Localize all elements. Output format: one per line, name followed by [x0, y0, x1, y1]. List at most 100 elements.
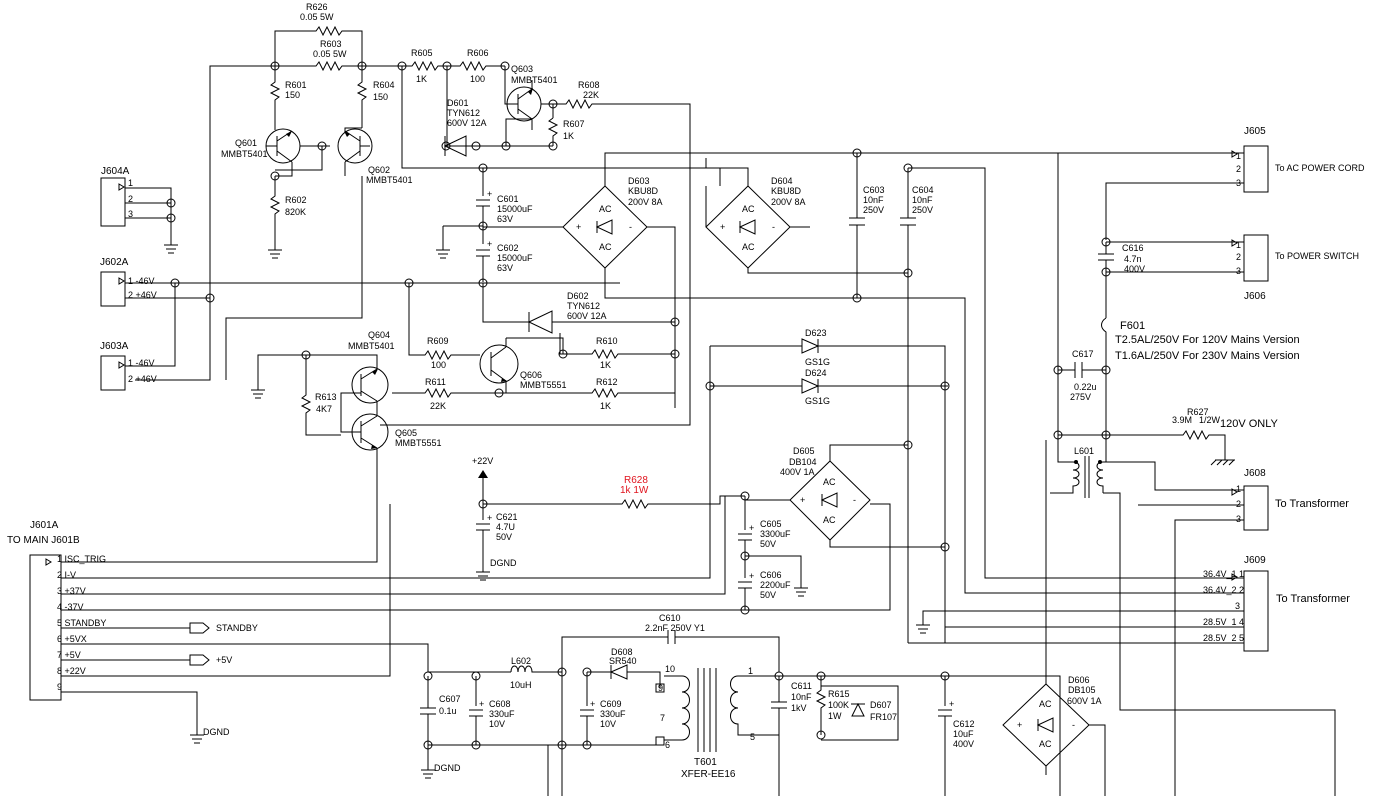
c616-value2: 400V — [1124, 264, 1145, 274]
d604-value: KBU8D — [771, 186, 802, 196]
d604-ac1: AC — [742, 204, 755, 214]
c606-ref: C606 — [760, 570, 782, 580]
flyback: L602 10uH DGND C607 0.1u + C608 330uF 10… — [420, 613, 1061, 796]
q603-value: MMBT5401 — [511, 75, 558, 85]
c611-value2: 1kV — [791, 703, 807, 713]
c605-plus: + — [749, 523, 754, 533]
j608-pin2: 2 — [1236, 499, 1241, 509]
q603-ref: Q603 — [511, 64, 533, 74]
d606-ac2: AC — [1039, 739, 1052, 749]
d606-value2: 600V 1A — [1067, 696, 1102, 706]
j601a-pin9: 9 — [57, 682, 62, 692]
c605-value: 3300uF — [760, 529, 791, 539]
c603-ref: C603 — [863, 185, 885, 195]
c602-value: 15000uF — [497, 253, 533, 263]
d606-value: DB105 — [1068, 685, 1096, 695]
q603-section: R605 1K R606 100 Q603 MMBT5401 R608 22K … — [362, 48, 691, 426]
r602-value: 820K — [285, 207, 306, 217]
f601-value: T2.5AL/250V For 120V Mains Version — [1115, 334, 1300, 346]
right-connectors: J605 1 2 3 To AC POWER CORD J606 1 2 3 T… — [908, 126, 1365, 796]
j602a-ref: J602A — [100, 257, 129, 268]
q601-value: MMBT5401 — [221, 149, 268, 159]
d602-value2: 600V 12A — [567, 311, 607, 321]
sense-resistors: R626 0.05 5W R603 0.05 5W R601 150 R604 … — [135, 2, 413, 381]
d604-value2: 200V 8A — [771, 197, 806, 207]
aux-supply: +22V + C621 4.7U 50V DGND R628 1k 1W + C… — [61, 440, 950, 615]
c610-ref: C610 — [659, 613, 681, 623]
r612-value: 1K — [600, 401, 611, 411]
c611-value: 10nF — [791, 692, 812, 702]
r606-value: 100 — [470, 74, 485, 84]
c604-value: 10nF — [912, 195, 933, 205]
j602a-pin1: 1 -46V — [128, 276, 155, 286]
c611-ref: C611 — [791, 681, 812, 691]
j605-desc: To AC POWER CORD — [1275, 163, 1365, 173]
c621-ref: C621 — [496, 512, 518, 522]
dgnd-j601: DGND — [203, 727, 230, 737]
j608-ref: J608 — [1244, 468, 1266, 479]
r609-ref: R609 — [427, 336, 449, 346]
j604a-ref: J604A — [101, 166, 130, 177]
r601-value: 150 — [285, 90, 300, 100]
j608-pin1: 1 — [1236, 484, 1241, 494]
r603-ref: R603 — [320, 39, 342, 49]
j606-pin2: 2 — [1236, 252, 1241, 262]
r601-ref: R601 — [285, 80, 307, 90]
j601a-pin6: 6 +5VX — [57, 634, 87, 644]
r604-value: 150 — [373, 92, 388, 102]
r608-value: 22K — [583, 90, 599, 100]
j601a-pin3: 3 +37V — [57, 586, 86, 596]
j606-pin3: 3 — [1236, 266, 1241, 276]
q604-value: MMBT5401 — [348, 341, 395, 351]
c609-plus: + — [590, 699, 595, 709]
j603a-pin2: 2 +46V — [128, 374, 157, 384]
dgnd-c621: DGND — [490, 558, 517, 568]
t601-pin6: 6 — [665, 740, 670, 750]
j601a-pins: 1 ISC_TRIG 2 I-V 3 +37V 4 -37V 5 STANDBY… — [57, 554, 106, 692]
t601-pin9: 9 — [658, 683, 663, 693]
bulk-caps: + C601 15000uF 63V + C602 15000uF 63V — [436, 163, 533, 282]
d601-ref: D601 — [447, 98, 469, 108]
c617-ref: C617 — [1072, 349, 1094, 359]
d605-ac2: AC — [823, 515, 836, 525]
c603-value: 10nF — [863, 195, 884, 205]
standby-label: STANDBY — [216, 623, 258, 633]
r613-ref: R613 — [315, 392, 337, 402]
r626-value: 0.05 5W — [300, 12, 334, 22]
c603-value2: 250V — [863, 205, 884, 215]
d604-plus: + — [720, 222, 725, 232]
d603-ac1: AC — [599, 204, 612, 214]
d603-value2: 200V 8A — [628, 197, 663, 207]
d604-ref: D604 — [771, 176, 793, 186]
d605-value2: 400V 1A — [780, 467, 815, 477]
j605-pin1: 1 — [1236, 151, 1241, 161]
c612-value2: 400V — [953, 739, 974, 749]
c617-value: 0.22u — [1074, 382, 1097, 392]
j603a-ref: J603A — [100, 341, 129, 352]
c606-value2: 50V — [760, 590, 776, 600]
r611-ref: R611 — [425, 377, 446, 387]
r613-value: 4K7 — [316, 404, 332, 414]
r603-value: 0.05 5W — [313, 49, 347, 59]
c606-plus: + — [749, 571, 754, 581]
q601-ref: Q601 — [235, 138, 257, 148]
c621-value2: 50V — [496, 532, 512, 542]
f601-ref: F601 — [1120, 320, 1145, 332]
c607-value: 0.1u — [439, 706, 457, 716]
r602-ref: R602 — [285, 195, 307, 205]
d601-value2: 600V 12A — [447, 118, 487, 128]
d603-minus: - — [629, 222, 632, 232]
d605-ac1: AC — [823, 477, 836, 487]
c609-ref: C609 — [600, 699, 622, 709]
c601-value: 15000uF — [497, 204, 533, 214]
j601a-pin4: 4 -37V — [57, 602, 84, 612]
t601-pin7: 7 — [660, 713, 665, 723]
r627-value2: 1/2W — [1199, 415, 1221, 425]
d607-ref: D607 — [870, 700, 892, 710]
c609-value: 330uF — [600, 709, 626, 719]
r628-ref: R628 — [624, 475, 648, 486]
d605-plus: + — [800, 495, 805, 505]
j606-ref: J606 — [1244, 291, 1266, 302]
j609-pin4: 28.5V_1 4 — [1203, 617, 1244, 627]
